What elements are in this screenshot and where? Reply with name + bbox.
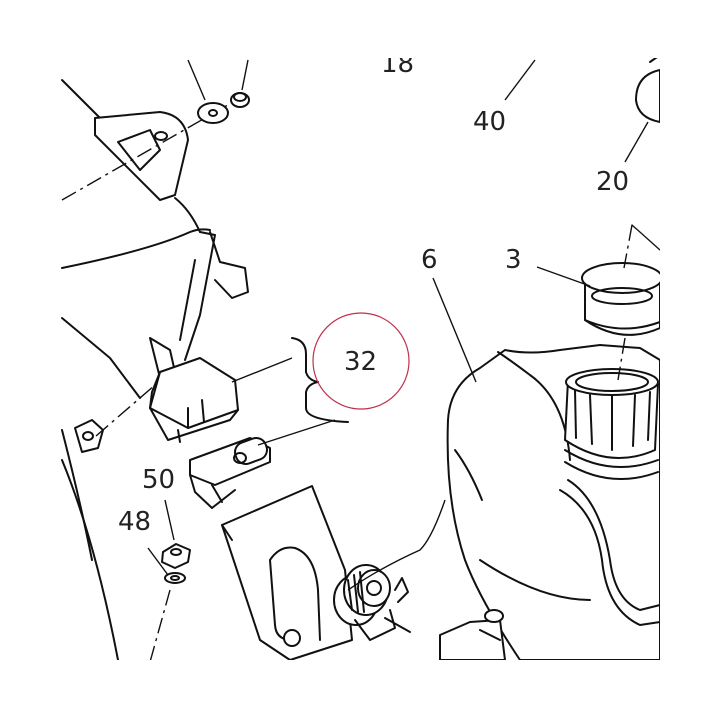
callout-6: 6 xyxy=(421,245,438,275)
nut-50 xyxy=(161,543,191,569)
callout-32: 32 xyxy=(344,347,377,377)
frame-bracket-assembly xyxy=(61,79,249,661)
leader-32-bottom xyxy=(257,419,336,446)
callout-40: 40 xyxy=(473,107,506,137)
leader-48 xyxy=(147,547,169,576)
reservoir-tank-6 xyxy=(439,344,661,661)
leader-32-top xyxy=(231,357,293,383)
callout-20: 20 xyxy=(596,167,629,197)
part-32-bracket-block xyxy=(149,357,239,443)
washer-48 xyxy=(164,572,186,584)
callout-50: 50 xyxy=(142,465,175,495)
leader-20 xyxy=(624,121,649,163)
leader-50 xyxy=(164,499,175,541)
lower-arm xyxy=(221,485,353,661)
leader-6 xyxy=(432,277,477,383)
part-32-clamp xyxy=(189,437,271,509)
leader-tank-hose xyxy=(347,499,446,591)
cap-20 xyxy=(635,54,661,123)
callout-3: 3 xyxy=(505,245,522,275)
cap-ring-3 xyxy=(581,262,663,336)
leader-3 xyxy=(536,266,591,287)
highlight-circle xyxy=(312,312,410,410)
washer-bolt-top xyxy=(187,59,250,124)
pulley xyxy=(333,564,411,641)
leader-40 xyxy=(504,59,536,101)
callout-48: 48 xyxy=(118,507,151,537)
brace-32 xyxy=(291,337,349,423)
